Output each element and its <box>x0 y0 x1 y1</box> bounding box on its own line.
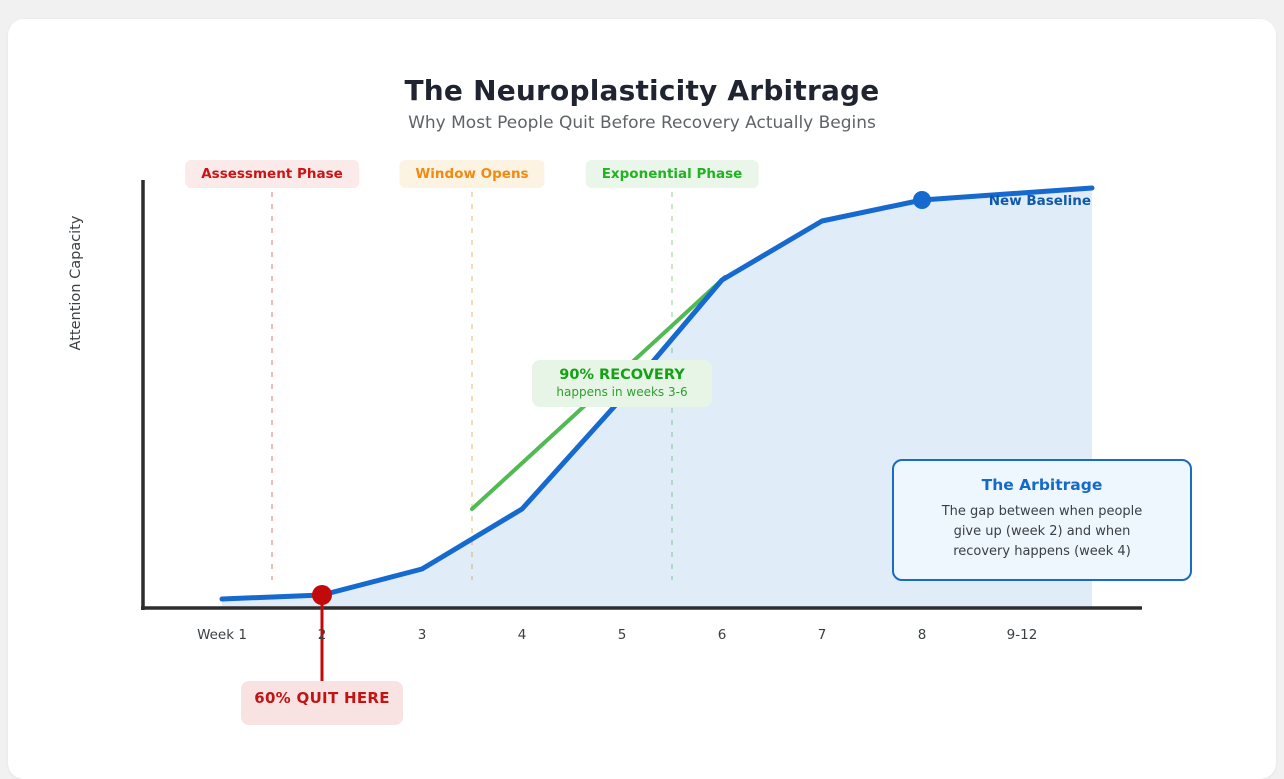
recovery-annotation: 90% RECOVERY happens in weeks 3-6 <box>532 360 712 407</box>
quit-point-marker <box>312 585 332 605</box>
arbitrage-body-line: The gap between when people <box>941 504 1143 519</box>
quit-annotation: 60% QUIT HERE <box>241 681 403 725</box>
quit-annotation-label: 60% QUIT HERE <box>254 689 390 707</box>
arbitrage-callout-title: The Arbitrage <box>981 476 1103 494</box>
phase-label: Assessment Phase <box>185 160 359 188</box>
arbitrage-callout: The Arbitrage The gap between when peopl… <box>892 459 1192 581</box>
x-tick: Week 1 <box>197 627 247 643</box>
x-tick: 5 <box>617 627 627 643</box>
phase-label: Exponential Phase <box>585 160 759 188</box>
arbitrage-body-line: give up (week 2) and when <box>953 524 1131 539</box>
recovery-annotation-subtitle: happens in weeks 3-6 <box>556 385 688 399</box>
x-tick: 3 <box>417 627 427 643</box>
page-title: The Neuroplasticity Arbitrage <box>404 74 880 107</box>
phase-label: Window Opens <box>399 160 545 188</box>
arbitrage-body-line: recovery happens (week 4) <box>953 544 1131 559</box>
page: The Neuroplasticity Arbitrage Why Most P… <box>8 19 1276 779</box>
arbitrage-callout-body: The gap between when people give up (wee… <box>894 502 1190 562</box>
page-subtitle: Why Most People Quit Before Recovery Act… <box>408 113 876 133</box>
x-tick: 7 <box>817 627 827 643</box>
x-tick: 6 <box>717 627 727 643</box>
x-tick: 4 <box>517 627 527 643</box>
recovery-annotation-title: 90% RECOVERY <box>559 367 685 383</box>
x-tick: 9-12 <box>1006 627 1038 643</box>
new-baseline-label: New Baseline <box>988 193 1091 209</box>
chart-plot <box>141 180 1142 682</box>
x-tick: 8 <box>917 627 927 643</box>
x-tick: 2 <box>317 627 327 643</box>
baseline-point-marker <box>913 191 931 209</box>
